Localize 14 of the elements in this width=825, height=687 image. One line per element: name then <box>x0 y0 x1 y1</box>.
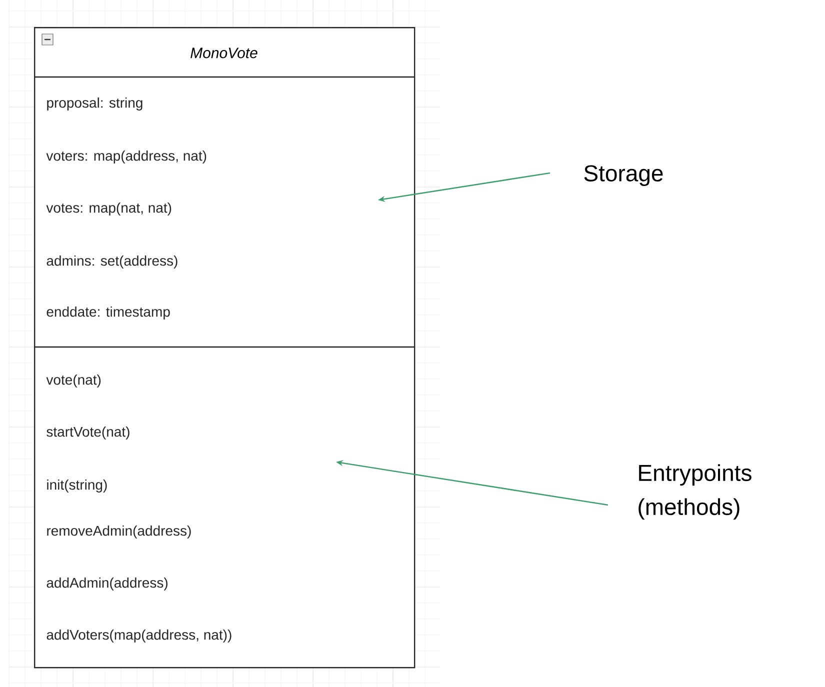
member-text: proposal: string <box>47 97 142 111</box>
member-text: enddate: timestamp <box>46 306 170 320</box>
member-text: init(string) <box>47 479 107 493</box>
member-text: addAdmin(address) <box>46 577 168 591</box>
member-text: voters: map(address, nat) <box>46 150 206 164</box>
callout-label: Storage <box>584 165 663 186</box>
class-name: MonoVote <box>190 48 258 58</box>
member-text: addVoters(map(address, nat)) <box>46 629 232 643</box>
member-text: votes: map(nat, nat) <box>46 202 172 216</box>
member-text: removeAdmin(address) <box>47 525 191 539</box>
member-text: startVote(nat) <box>46 426 130 440</box>
callout-label: Entrypoints (methods) <box>638 464 752 520</box>
member-text: vote(nat) <box>46 374 101 388</box>
member-text: admins: set(address) <box>46 255 178 269</box>
